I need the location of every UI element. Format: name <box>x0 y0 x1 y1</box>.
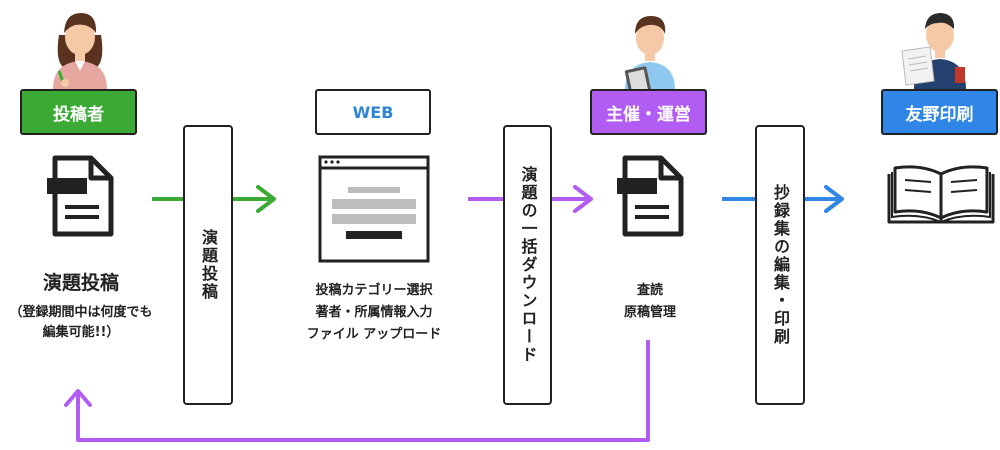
step-abstract-print-box: 抄録集の編集・印刷 <box>755 125 805 405</box>
submitter-note-line2: 編集可能!!） <box>42 325 120 340</box>
browser-window-icon <box>318 155 430 263</box>
arrow-green-head <box>256 185 276 213</box>
organizer-text: 査読 原稿管理 <box>598 280 702 324</box>
role-printer-label: 友野印刷 <box>881 89 998 135</box>
arrow-blue-head <box>824 185 844 213</box>
role-organizer-label: 主催・運営 <box>590 89 707 135</box>
submitter-title: 演題投稿 <box>42 272 119 294</box>
man-with-paper-icon <box>901 13 966 89</box>
web-line1: 投稿カテゴリー選択 <box>315 283 433 298</box>
step-bulk-download-box: 演題の一括ダウンロード <box>503 125 552 405</box>
arrow-purple-head <box>573 185 593 213</box>
document-icon-organizer <box>617 155 684 237</box>
step-bulk-download-label: 演題の一括ダウンロード <box>518 166 538 364</box>
woman-writing-icon <box>53 13 107 89</box>
document-icon <box>47 155 114 237</box>
role-web-label: WEB <box>315 89 431 135</box>
submitter-note-line1: （登録期間中は何度でも <box>9 305 153 320</box>
role-submitter-label: 投稿者 <box>20 89 137 135</box>
step-submit-box: 演題投稿 <box>183 125 233 405</box>
person-tablet-icon <box>624 16 675 90</box>
step-submit-label: 演題投稿 <box>199 229 218 301</box>
return-loop-head <box>64 389 92 407</box>
web-line2: 著者・所属情報入力 <box>315 305 433 320</box>
open-book-icon <box>887 165 995 224</box>
organizer-line1: 査読 <box>636 283 663 298</box>
web-line3: ファイル アップロード <box>306 327 442 342</box>
return-loop-arrow <box>76 340 650 442</box>
step-abstract-print-label: 抄録集の編集・印刷 <box>771 184 790 346</box>
organizer-line2: 原稿管理 <box>623 305 676 320</box>
submitter-text: 演題投稿 （登録期間中は何度でも 編集可能!!） <box>0 268 162 343</box>
web-text: 投稿カテゴリー選択 著者・所属情報入力 ファイル アップロード <box>290 280 458 346</box>
